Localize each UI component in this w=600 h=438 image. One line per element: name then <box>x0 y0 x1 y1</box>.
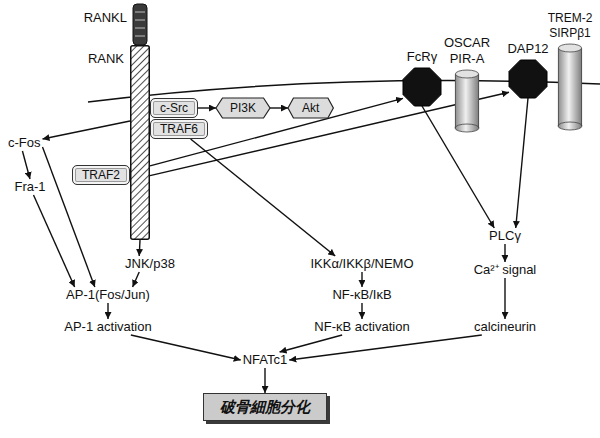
node-text: c-Src <box>160 101 188 115</box>
signal-arrow <box>504 278 505 319</box>
signal-arrow <box>43 121 131 139</box>
node-text: TRAF6 <box>160 122 198 136</box>
pathway-label: c-Fos <box>6 135 43 151</box>
cylinder-side <box>478 74 479 128</box>
pathway-label: AP-1 activation <box>62 319 153 335</box>
cylinder-top <box>455 70 478 78</box>
ligand-shape <box>133 4 147 45</box>
hexagon-outline <box>288 98 333 118</box>
cylinder-base <box>455 124 479 132</box>
cylinder-top <box>558 44 581 52</box>
ligand-band <box>135 12 145 13</box>
signal-arrow <box>280 335 343 352</box>
node-text: NF-κB activation <box>314 319 409 335</box>
signal-arrow <box>107 303 108 319</box>
adaptor-box: TRAF2 <box>72 165 130 185</box>
pathway-label: NF-κB/IκB <box>330 287 393 303</box>
cylinder-body <box>558 48 582 126</box>
node-text: NF-κB/IκB <box>332 287 391 303</box>
pathway-label: Fra-1 <box>12 179 47 195</box>
signal-arrow <box>131 335 241 360</box>
outcome-box: 破骨細胞分化 <box>203 393 327 421</box>
ligand-band <box>135 20 145 21</box>
octagon-shape <box>509 60 547 98</box>
node-label: RANK <box>88 51 124 67</box>
adaptor-octagon: FcRγ <box>403 68 441 106</box>
ligand-shape: RANKL <box>133 4 147 45</box>
pathway-label: PLCγ <box>487 228 523 244</box>
signal-arrow <box>22 151 30 179</box>
signal-arrow <box>516 98 528 228</box>
signal-arrow <box>198 107 216 108</box>
signal-arrow <box>191 139 336 256</box>
adaptor-octagon: DAP12 <box>509 60 547 98</box>
node-text: c-Fos <box>8 135 41 151</box>
node-text: calcineurin <box>474 319 536 335</box>
ligand-shape <box>133 4 147 45</box>
cylinder-body <box>455 74 479 128</box>
pathway-label: NF-κB activation <box>312 319 411 335</box>
pathway-label: NFATc1 <box>241 352 290 368</box>
node-text: PLCγ <box>489 228 521 244</box>
pathway-label: IKKα/IKKβ/NEMO <box>308 256 415 272</box>
signal-arrow <box>361 272 362 287</box>
cylinder-side <box>455 74 456 128</box>
signal-arrow <box>504 244 505 262</box>
node-text: AP-1 activation <box>64 319 151 335</box>
node-text: 破骨細胞分化 <box>220 398 310 416</box>
pathway-label: calcineurin <box>472 319 538 335</box>
signal-arrow <box>264 368 265 393</box>
octagon-shape <box>509 60 547 98</box>
node-text: Akt <box>302 101 319 115</box>
signal-arrow <box>133 272 140 287</box>
node-text: TRAF2 <box>82 168 120 182</box>
node-text: IKKα/IKKβ/NEMO <box>310 256 413 272</box>
octagon-shape <box>403 68 441 106</box>
adaptor-box: TRAF6 <box>150 119 208 139</box>
kinase-hexagon: PI3K <box>216 98 270 118</box>
hexagon-outline <box>216 98 270 118</box>
cylinder-shape <box>558 44 582 130</box>
node-label: OSCAR PIR-A <box>439 35 495 67</box>
node-label: TREM-2 SIRPβ1 <box>546 11 594 41</box>
node-label: RANKL <box>84 10 127 26</box>
receptor-cylinder: TREM-2 SIRPβ1 <box>558 44 582 130</box>
cylinder-base <box>558 122 582 130</box>
signal-arrow <box>34 195 75 287</box>
receptor-cylinder: OSCAR PIR-A <box>455 70 479 132</box>
node-text: JNK/p38 <box>125 256 175 272</box>
pathway-label: Ca²⁺ signal <box>472 262 539 278</box>
signal-arrow <box>361 303 362 319</box>
signal-arrow <box>150 98 403 165</box>
node-text: PI3K <box>230 101 256 115</box>
receptor-bar <box>130 45 150 240</box>
cylinder-shape <box>455 70 479 132</box>
kinase-hexagon: Akt <box>288 98 333 118</box>
cylinder-side <box>581 48 582 126</box>
kinase-box: c-Src <box>150 98 198 118</box>
node-text: AP-1(Fos/Jun) <box>66 287 150 303</box>
pathway-label: AP-1(Fos/Jun) <box>64 287 152 303</box>
octagon-shape <box>403 68 441 106</box>
cylinder-side <box>558 48 559 126</box>
signal-arrow <box>289 335 482 360</box>
node-text: Ca²⁺ signal <box>474 262 537 278</box>
node-label: DAP12 <box>507 41 548 57</box>
node-text: NFATc1 <box>243 352 288 368</box>
receptor-bar <box>131 46 150 240</box>
ligand-band <box>135 28 145 29</box>
receptor-bar: RANK <box>130 45 150 240</box>
signal-arrow <box>139 240 141 256</box>
signal-arrow <box>270 107 288 108</box>
node-text: Fra-1 <box>14 179 45 195</box>
pathway-label: JNK/p38 <box>123 256 177 272</box>
node-label: FcRγ <box>407 49 437 65</box>
ligand-band <box>135 36 145 37</box>
